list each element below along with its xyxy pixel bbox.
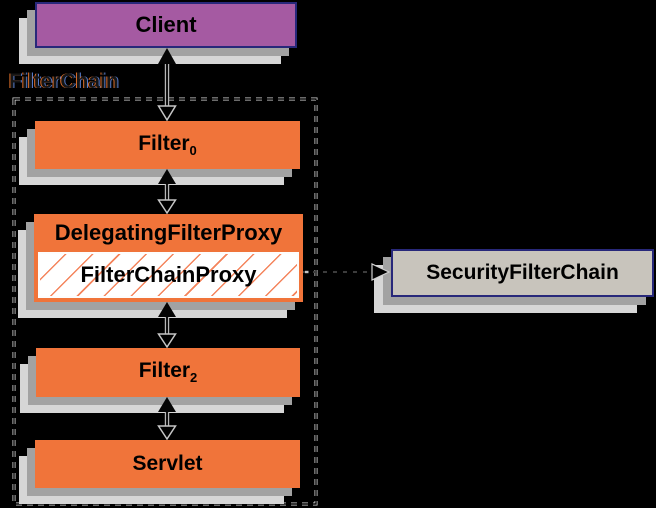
filterchain-group-border bbox=[12, 97, 318, 506]
security-filter-chain-node: SecurityFilterChain bbox=[391, 249, 654, 297]
arrow-filter2-servlet bbox=[157, 397, 177, 440]
filter2-subscript: 2 bbox=[190, 370, 198, 386]
filter2-label: Filter2 bbox=[138, 359, 198, 386]
filter0-node: Filter0 bbox=[35, 121, 300, 169]
filter0-label: Filter0 bbox=[138, 131, 197, 159]
filter2-node: Filter2 bbox=[36, 348, 300, 397]
filter-chain-proxy-label: FilterChainProxy bbox=[80, 262, 257, 287]
client-node: Client bbox=[35, 2, 297, 48]
filter0-subscript: 0 bbox=[189, 143, 197, 159]
delegating-filter-proxy-label: DelegatingFilterProxy bbox=[54, 220, 283, 245]
servlet-label: Servlet bbox=[132, 452, 203, 475]
delegating-filter-proxy-node: DelegatingFilterProxy FilterChainProxy bbox=[34, 214, 303, 302]
servlet-node: Servlet bbox=[35, 440, 300, 488]
client-label: Client bbox=[135, 12, 197, 37]
arrow-filter0-delegatingfilterproxy bbox=[157, 169, 177, 214]
filterchain-group-label: FilterChain bbox=[9, 70, 119, 93]
arrow-delegatingfilterproxy-filter2 bbox=[157, 302, 177, 348]
arrow-filterchainproxy-securityfilterchain bbox=[303, 263, 391, 281]
security-filter-chain-label: SecurityFilterChain bbox=[426, 261, 619, 284]
filter-chain-proxy-node: FilterChainProxy bbox=[38, 252, 299, 298]
arrow-client-filter0 bbox=[157, 48, 177, 121]
